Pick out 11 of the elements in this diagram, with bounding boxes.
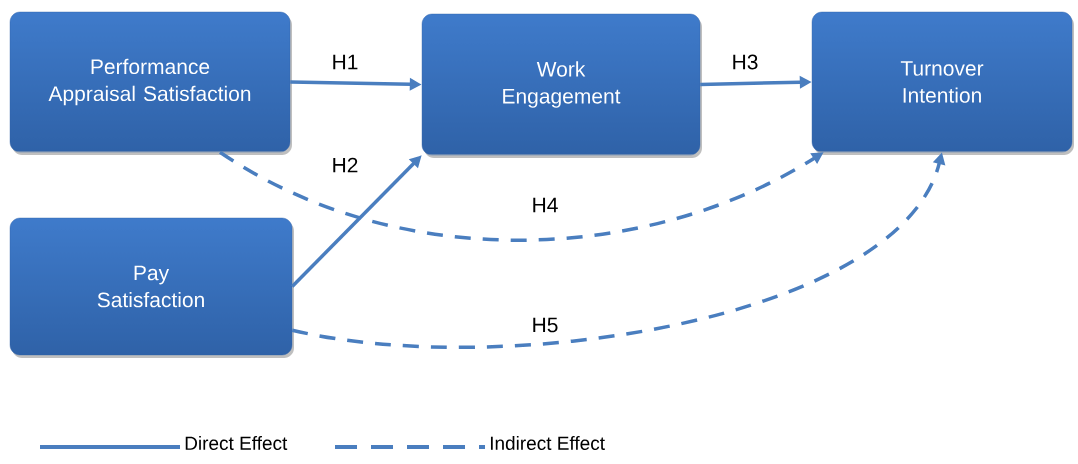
edge-label: H1 (330, 53, 360, 71)
process-box: Performance Appraisal Satisfaction (9, 11, 292, 155)
legend-label: Direct Effect (185, 436, 288, 450)
edge-label: H3 (730, 53, 760, 71)
process-box: Work Engagement (421, 13, 702, 158)
edge-label: H2 (330, 156, 360, 174)
process-box: Turnover Intention (811, 11, 1074, 155)
legend-label: Indirect Effect (490, 436, 605, 450)
edge-label: H4 (530, 196, 560, 214)
process-box: Pay Satisfaction (9, 217, 294, 358)
edge-label: H5 (530, 316, 560, 334)
